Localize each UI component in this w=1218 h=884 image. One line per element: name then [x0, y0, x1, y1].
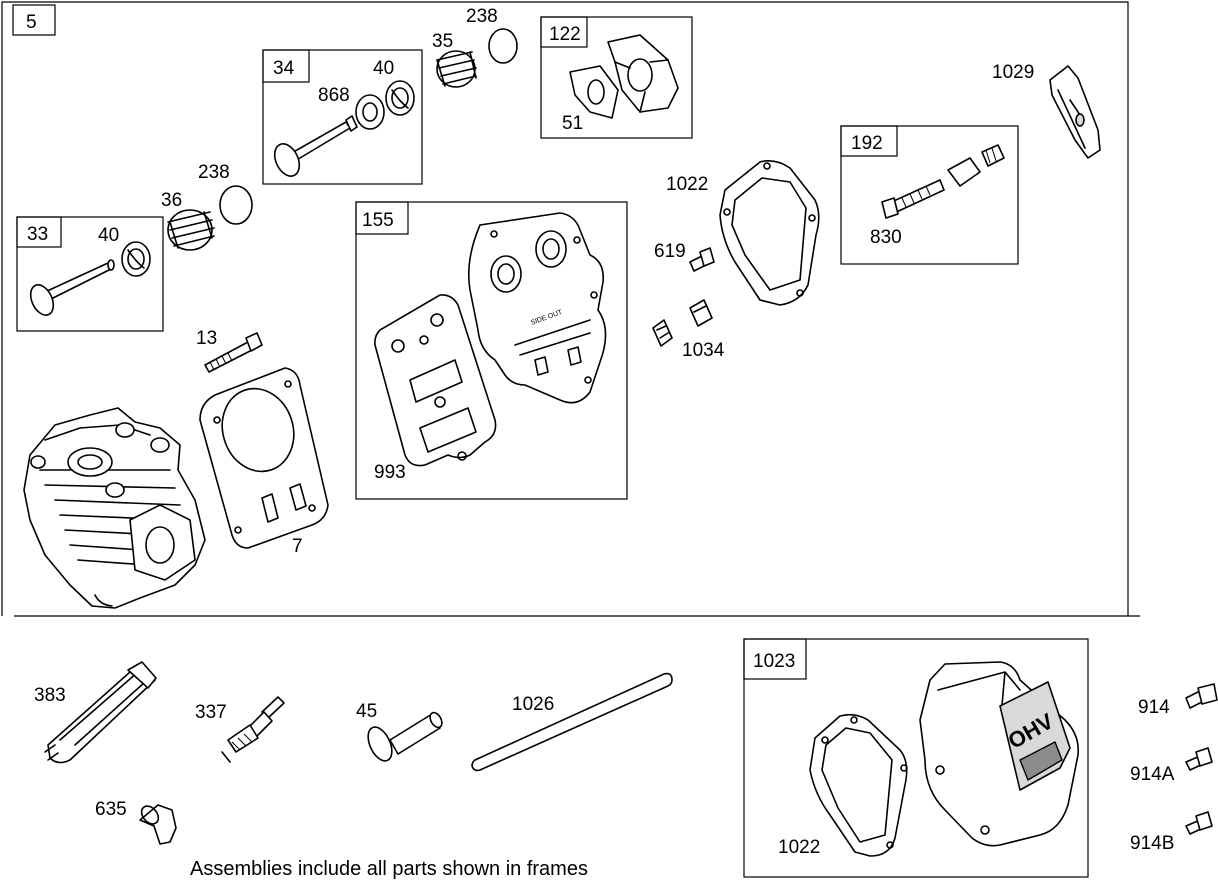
- callout-914b: 914B: [1130, 833, 1174, 854]
- svg-text:122: 122: [549, 24, 581, 45]
- valve-guide-45: [367, 711, 443, 762]
- valve-34: [273, 115, 358, 177]
- push-rod-1026: [471, 672, 673, 772]
- callout-993: 993: [374, 462, 406, 483]
- rocker-nut: [947, 144, 1005, 187]
- frame-34: 34: [262, 49, 423, 185]
- callout-51: 51: [562, 113, 583, 134]
- svg-text:192: 192: [851, 133, 883, 154]
- callout-914: 914: [1138, 697, 1170, 718]
- callout-45: 45: [356, 701, 377, 722]
- callout-1029: 1029: [992, 62, 1034, 83]
- elbow-fitting-635: [139, 804, 177, 845]
- callout-1034: 1034: [682, 340, 725, 361]
- valve-cap-238-lower: [219, 185, 253, 225]
- callout-1026: 1026: [512, 694, 554, 715]
- rocker-arm-1029: [1049, 65, 1101, 159]
- screw-914a: [1185, 747, 1213, 771]
- frame-33: 33: [16, 216, 164, 332]
- callout-914a: 914A: [1130, 764, 1175, 785]
- callout-35: 35: [432, 31, 453, 52]
- svg-text:155: 155: [362, 210, 394, 231]
- cylinder-head: [23, 407, 206, 609]
- callout-1022-upper: 1022: [666, 174, 708, 195]
- retainer-40-upper: [385, 80, 415, 116]
- callout-635: 635: [95, 799, 127, 820]
- callout-619: 619: [654, 241, 686, 262]
- screw-914b: [1185, 811, 1213, 835]
- callout-383: 383: [34, 685, 66, 706]
- callout-36: 36: [161, 190, 182, 211]
- callout-40-upper: 40: [373, 58, 394, 79]
- callout-13: 13: [196, 328, 217, 349]
- rocker-stud-830: [881, 179, 945, 219]
- valve-spring-compressor-383: [44, 661, 157, 764]
- caption: Assemblies include all parts shown in fr…: [190, 858, 588, 880]
- callout-7: 7: [292, 536, 303, 557]
- valve-cover-gasket-1022-upper: [719, 160, 820, 306]
- callout-337: 337: [195, 702, 227, 723]
- frame-192: 192: [840, 125, 1019, 265]
- frame-122: 122: [540, 16, 693, 139]
- svg-text:33: 33: [27, 224, 48, 245]
- callout-238-lower: 238: [198, 162, 230, 183]
- svg-text:34: 34: [273, 58, 295, 79]
- main-assembly-frame: [1, 1, 1140, 617]
- valve-33: [29, 259, 115, 316]
- valve-spring-35: [436, 50, 477, 88]
- intake-spacer-122: [607, 34, 679, 113]
- valve-cover-gasket-1022-lower: [809, 713, 908, 857]
- valve-cap-238-upper: [488, 28, 518, 64]
- head-bolt: [204, 332, 263, 373]
- svg-text:5: 5: [26, 12, 37, 33]
- frame-1023: 1023: [743, 638, 1089, 878]
- spark-plug-337: [221, 696, 285, 763]
- callout-238-upper: 238: [466, 6, 498, 27]
- svg-text:1023: 1023: [753, 651, 795, 672]
- callout-868: 868: [318, 85, 350, 106]
- clips-1034: [652, 299, 713, 347]
- retainer-868: [355, 94, 385, 130]
- callout-40-lower: 40: [98, 225, 119, 246]
- frame-155: 155: [355, 201, 628, 500]
- screw-914: [1185, 683, 1218, 709]
- retainer-40-lower: [121, 241, 151, 277]
- intake-spacer-gasket-51: [569, 65, 619, 119]
- callout-1022-lower: 1022: [778, 837, 820, 858]
- gasket-side-out: SIDE OUT: [467, 212, 607, 404]
- valve-spring-36: [167, 209, 215, 251]
- gasket-993: [374, 294, 497, 467]
- valve-cover-ohv: OHV: [919, 661, 1080, 847]
- screw-619: [689, 247, 715, 272]
- callout-830: 830: [870, 227, 902, 248]
- frame-label-5: 5: [12, 4, 56, 36]
- head-gasket: [199, 367, 329, 549]
